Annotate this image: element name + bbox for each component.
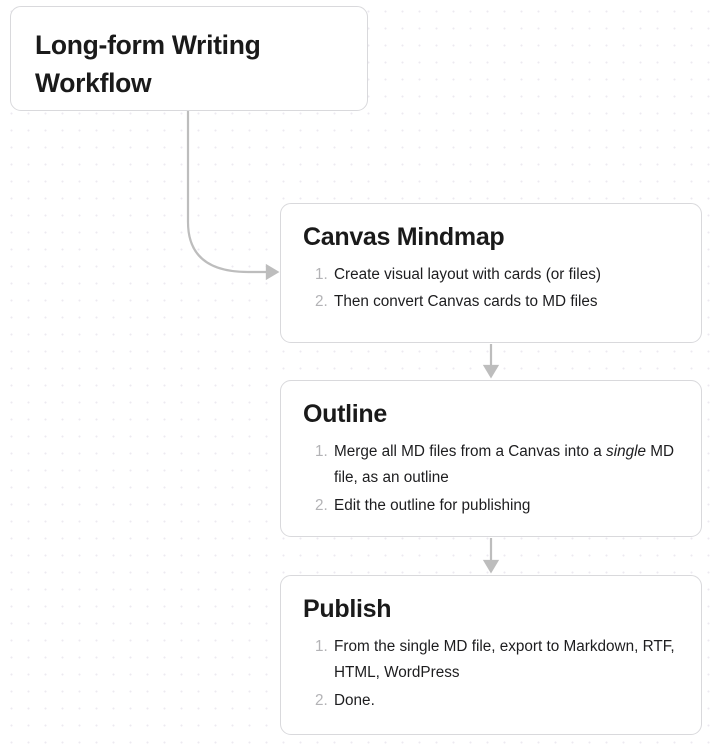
list-item: Merge all MD files from a Canvas into a …: [332, 439, 679, 492]
step-text: From the single MD file, export to Markd…: [334, 638, 675, 682]
step-text: Merge all MD files from a Canvas into a …: [334, 443, 674, 486]
step-text: Create visual layout with cards (or file…: [334, 266, 601, 283]
list-item: Create visual layout with cards (or file…: [332, 262, 679, 288]
list-item: Edit the outline for publishing: [332, 493, 679, 519]
step-text-emphasis: single: [606, 443, 647, 460]
list-item: Done.: [332, 688, 679, 714]
card-canvas-mindmap[interactable]: Canvas Mindmap Create visual layout with…: [280, 203, 702, 343]
step-text: Edit the outline for publishing: [334, 496, 531, 514]
card-publish-title: Publish: [303, 595, 392, 623]
card-outline-title: Outline: [303, 400, 388, 428]
card-title-workflow[interactable]: Long-form Writing Workflow: [10, 6, 368, 111]
workflow-title: Long-form Writing Workflow: [35, 30, 261, 98]
step-text: Then convert Canvas cards to MD files: [334, 293, 598, 311]
list-item: From the single MD file, export to Markd…: [332, 634, 679, 687]
card-publish[interactable]: Publish From the single MD file, export …: [280, 575, 702, 735]
connector-title-to-canvas: [186, 111, 280, 281]
step-text-after: MD file, as an outline: [334, 443, 675, 487]
list-item: Then convert Canvas cards to MD files: [332, 289, 679, 315]
card-canvas-mindmap-title: Canvas Mindmap: [303, 223, 505, 251]
card-canvas-mindmap-steps: Create visual layout with cards (or file…: [303, 262, 679, 316]
card-outline-steps: Merge all MD files from a Canvas into a …: [303, 439, 679, 519]
card-outline[interactable]: Outline Merge all MD files from a Canvas…: [280, 380, 702, 537]
step-text: Done.: [334, 691, 375, 709]
card-publish-steps: From the single MD file, export to Markd…: [303, 634, 679, 714]
step-text-before: Merge all MD files from a Canvas into a: [334, 443, 607, 460]
